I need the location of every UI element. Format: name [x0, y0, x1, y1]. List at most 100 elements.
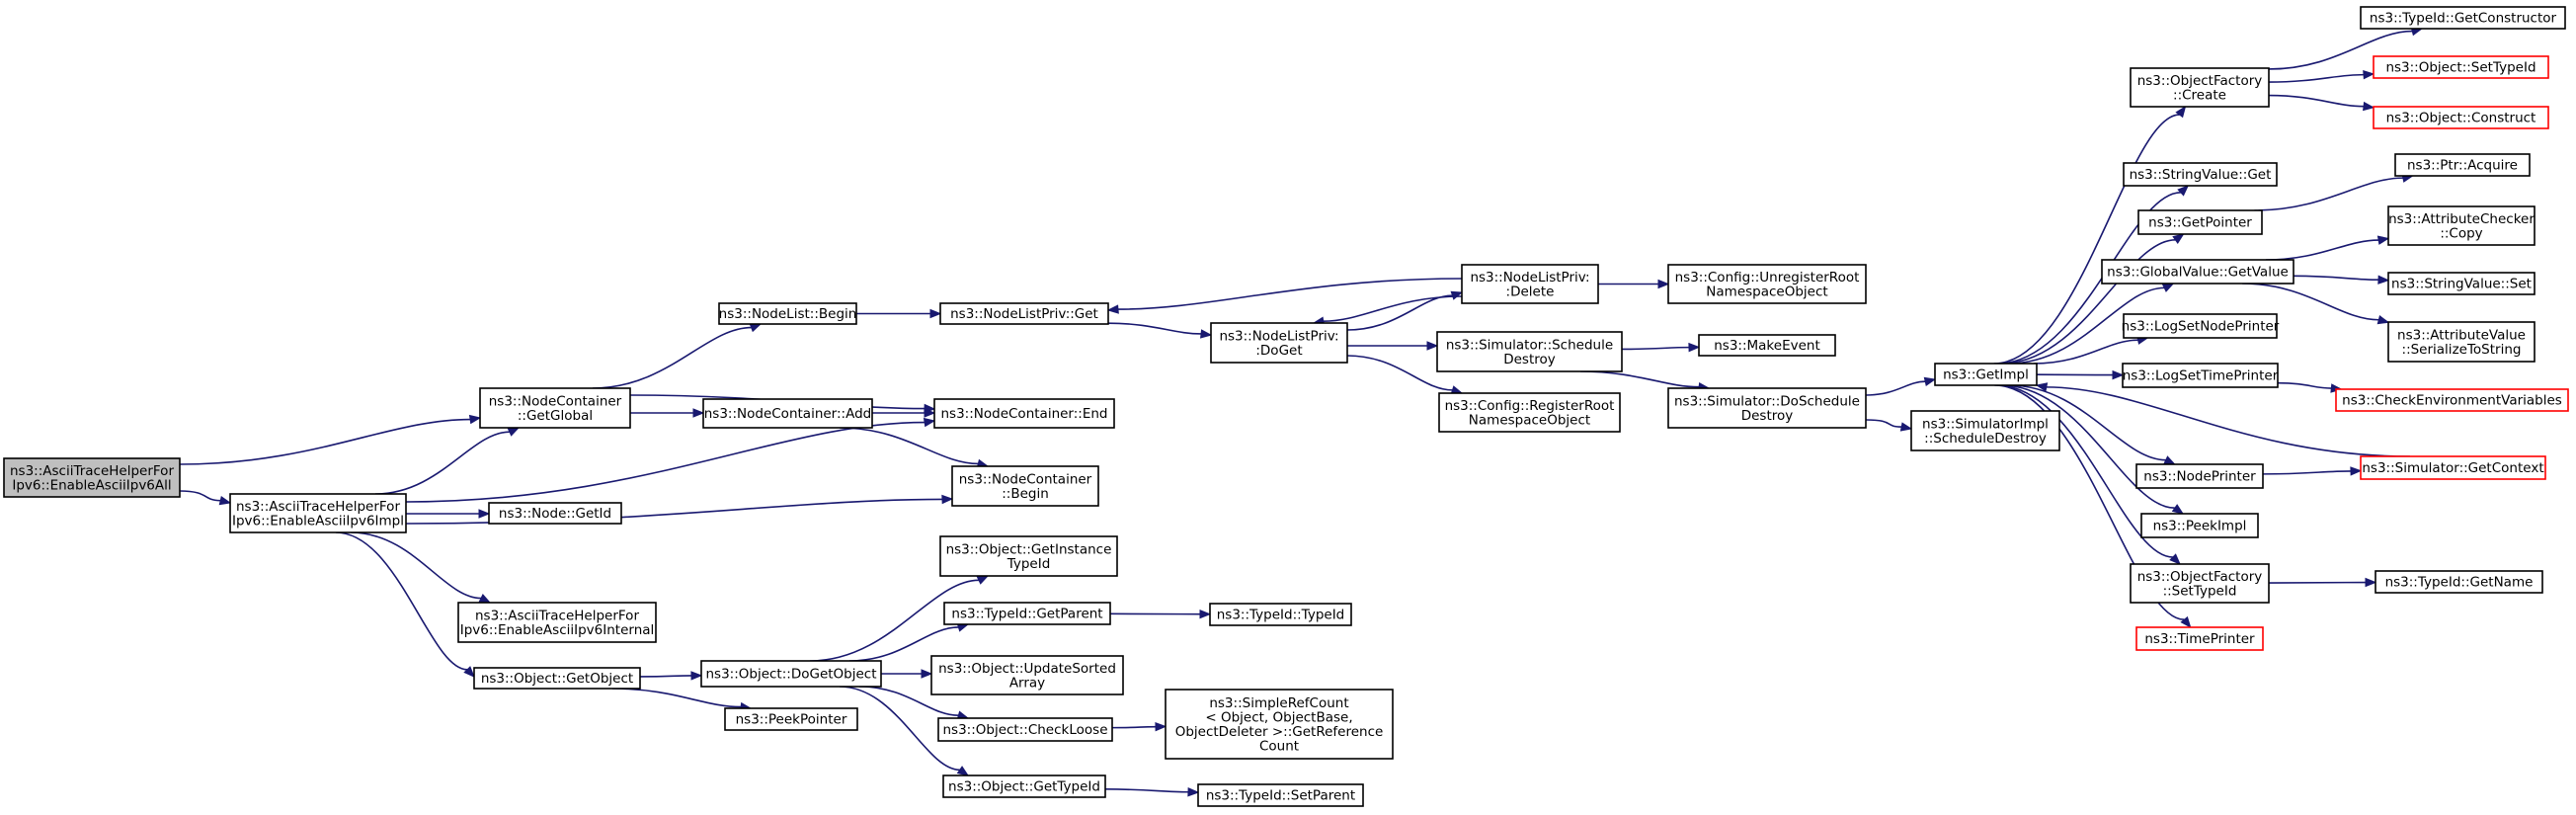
node-label-line: ObjectDeleter >::GetReference [1175, 724, 1384, 740]
node-root[interactable]: ns3::AsciiTraceHelperForIpv6::EnableAsci… [3, 457, 181, 498]
node-box [473, 667, 641, 690]
node-label-line: ns3::NodePrinter [2143, 469, 2256, 485]
node-simpleRefCount[interactable]: ns3::SimpleRefCount< Object, ObjectBase,… [1165, 689, 1394, 760]
node-box [2137, 209, 2263, 235]
node-ncAdd[interactable]: ns3::NodeContainer::Add [702, 398, 873, 429]
call-edge-objDoGetObject-to-objCheckLoose [858, 686, 970, 720]
node-box [488, 502, 622, 525]
node-objGetTypeId[interactable]: ns3::Object::GetTypeId [942, 774, 1106, 798]
node-timePrinter[interactable]: ns3::TimePrinter [2135, 626, 2264, 651]
call-edge-getImpl-to-peekImpl [2001, 384, 2185, 515]
node-objGetObject[interactable]: ns3::Object::GetObject [473, 667, 641, 690]
call-edge-objDoGetObject-to-typeIdGetParent [848, 622, 970, 662]
call-edge-ncGetGlobal-to-ncAdd [630, 408, 705, 418]
node-label-line: Array [1009, 675, 1045, 691]
node-attrValueSerialize[interactable]: ns3::AttributeValue::SerializeToString [2387, 321, 2536, 363]
node-objDoGetObject[interactable]: ns3::Object::DoGetObject [700, 660, 882, 688]
node-label-line: ns3::Object::UpdateSorted [938, 661, 1116, 677]
node-label-line: ::GetGlobal [518, 408, 593, 424]
node-typeIdGetParent[interactable]: ns3::TypeId::GetParent [943, 602, 1111, 625]
node-objSetTypeId[interactable]: ns3::Object::SetTypeId [2373, 55, 2549, 79]
node-ncBegin[interactable]: ns3::NodeContainer::Begin [951, 465, 1099, 507]
node-nlpDelete[interactable]: ns3::NodeListPriv::Delete [1461, 264, 1599, 304]
node-label-line: NamespaceObject [1706, 284, 1827, 299]
call-edge-objDoGetObject-to-objUpdateSorted [880, 669, 933, 679]
node-objFactorySetTypeId[interactable]: ns3::ObjectFactory::SetTypeId [2130, 563, 2270, 604]
node-label-line: ns3::AsciiTraceHelperFor [10, 463, 174, 479]
node-objConstruct[interactable]: ns3::Object::Construct [2373, 106, 2549, 129]
node-box [2123, 313, 2278, 339]
node-label-line: ns3::GetPointer [2148, 215, 2252, 231]
call-edge-objDoGetObject-to-objGetTypeId [839, 686, 970, 776]
node-label-line: ns3::SimulatorImpl [1922, 416, 2049, 432]
node-typeIdGetName[interactable]: ns3::TypeId::GetName [2375, 570, 2543, 594]
node-box [1934, 363, 2038, 386]
node-nodePrinter[interactable]: ns3::NodePrinter [2135, 463, 2264, 489]
node-box [702, 398, 873, 429]
node-box [2360, 455, 2546, 480]
node-nlpDoGet[interactable]: ns3::NodeListPriv::DoGet [1210, 322, 1348, 364]
node-ptrAcquire[interactable]: ns3::Ptr::Acquire [2394, 153, 2531, 177]
node-box [2123, 162, 2278, 187]
node-ncEnd[interactable]: ns3::NodeContainer::End [933, 398, 1115, 429]
node-simGetContext[interactable]: ns3::Simulator::GetContext [2360, 455, 2546, 480]
node-box [3, 457, 181, 498]
node-enableImpl[interactable]: ns3::AsciiTraceHelperForIpv6::EnableAsci… [229, 493, 407, 533]
node-cfgUnregister[interactable]: ns3::Config::UnregisterRootNamespaceObje… [1667, 264, 1867, 304]
node-label-line: ns3::NodeContainer [489, 393, 622, 409]
node-getPointer[interactable]: ns3::GetPointer [2137, 209, 2263, 235]
node-simImplSchedDestroy[interactable]: ns3::SimulatorImpl::ScheduleDestroy [1910, 410, 2060, 451]
node-box [2373, 55, 2549, 79]
node-enableInternal[interactable]: ns3::AsciiTraceHelperForIpv6::EnableAsci… [457, 602, 657, 643]
node-nodeGetId[interactable]: ns3::Node::GetId [488, 502, 622, 525]
node-logSetNodePrinter[interactable]: ns3::LogSetNodePrinter [2122, 313, 2280, 339]
node-typeIdTypeId[interactable]: ns3::TypeId::TypeId [1209, 603, 1352, 626]
call-edge-getPointer-to-ptrAcquire [2254, 173, 2414, 211]
node-label-line: ns3::Object::GetInstance [946, 541, 1112, 557]
call-edge-objFactorySetTypeId-to-typeIdGetName [2268, 577, 2377, 588]
node-logSetTimePrinter[interactable]: ns3::LogSetTimePrinter [2122, 363, 2279, 388]
node-box [1461, 264, 1599, 304]
node-box [2130, 67, 2270, 108]
node-nodeListBegin[interactable]: ns3::NodeList::Begin [718, 302, 857, 325]
node-nlpGet[interactable]: ns3::NodeListPriv::Get [939, 302, 1109, 325]
node-objFactoryCreate[interactable]: ns3::ObjectFactory::Create [2130, 67, 2270, 108]
call-edge-globalValueGetValue-to-attrCheckerCopy [2265, 235, 2390, 261]
node-label-line: ns3::Simulator::GetContext [2362, 460, 2543, 476]
node-ncGetGlobal[interactable]: ns3::NodeContainer::GetGlobal [479, 387, 631, 429]
node-box [2373, 106, 2549, 129]
node-peekPointer[interactable]: ns3::PeekPointer [724, 707, 858, 731]
call-edge-objFactoryCreate-to-objSetTypeId [2268, 69, 2375, 83]
call-edge-objGetTypeId-to-typeIdSetParent [1104, 787, 1200, 797]
node-label-line: ns3::StringValue::Set [2391, 277, 2532, 292]
node-typeIdGetConstructor[interactable]: ns3::TypeId::GetConstructor [2360, 6, 2566, 30]
node-label-line: :DoGet [1255, 343, 1302, 359]
node-attrCheckerCopy[interactable]: ns3::AttributeChecker::Copy [2387, 205, 2536, 246]
node-simSchedDestroy[interactable]: ns3::Simulator::ScheduleDestroy [1436, 331, 1623, 372]
node-box [2375, 570, 2543, 594]
node-box [1438, 392, 1621, 433]
node-label-line: ns3::Ptr::Acquire [2407, 158, 2518, 174]
node-typeIdSetParent[interactable]: ns3::TypeId::SetParent [1197, 783, 1364, 807]
node-box [937, 717, 1113, 742]
node-box [2394, 153, 2531, 177]
node-label-line: ns3::TypeId::GetName [2385, 575, 2534, 591]
node-label-line: < Object, ObjectBase, [1205, 709, 1352, 725]
node-globalValueGetValue[interactable]: ns3::GlobalValue::GetValue [2101, 259, 2294, 285]
node-objCheckLoose[interactable]: ns3::Object::CheckLoose [937, 717, 1113, 742]
node-stringValueGet[interactable]: ns3::StringValue::Get [2123, 162, 2278, 187]
node-checkEnvVars[interactable]: ns3::CheckEnvironmentVariables [2335, 388, 2569, 412]
node-makeEvent[interactable]: ns3::MakeEvent [1698, 334, 1836, 357]
call-edge-nlpDelete-to-cfgUnregister [1598, 279, 1670, 289]
node-getImpl[interactable]: ns3::GetImpl [1934, 363, 2038, 386]
node-box [1165, 689, 1394, 760]
node-stringValueSet[interactable]: ns3::StringValue::Set [2387, 272, 2536, 295]
call-edge-getImpl-to-getPointer [2000, 233, 2185, 365]
node-label-line: ns3::Simulator::Schedule [1446, 337, 1613, 353]
call-edge-ncAdd-to-ncEnd [872, 408, 936, 418]
node-peekImpl[interactable]: ns3::PeekImpl [2140, 513, 2259, 538]
